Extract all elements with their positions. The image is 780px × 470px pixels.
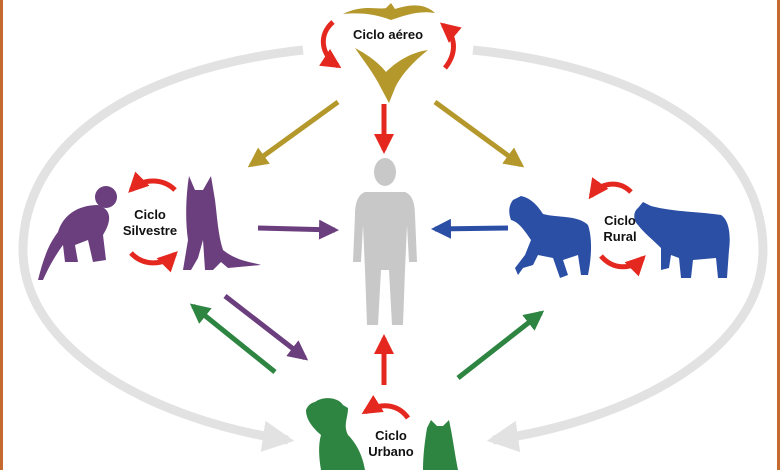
diagram-canvas (18, 3, 768, 470)
arrow-silvestre-to-urbano (223, 294, 309, 361)
cycle-arrows-aereo (319, 20, 462, 70)
human-icon (353, 158, 417, 325)
label-line: Ciclo (604, 213, 636, 228)
cat-icon (423, 420, 458, 470)
transmission-arrows (189, 99, 545, 385)
label-ciclo-aereo: Ciclo aéreo (343, 27, 433, 43)
arrow-urbano-to-silvestre (189, 303, 277, 374)
arrow-silvestre-to-human (257, 219, 339, 240)
bat-icon (343, 3, 435, 103)
cycle-arrows-silvestre (128, 171, 178, 273)
arrow-urbano-to-rural (456, 310, 545, 380)
cycle-arrows-urbano (361, 395, 411, 420)
cow-icon (634, 202, 730, 278)
label-ciclo-urbano: Ciclo Urbano (361, 428, 421, 460)
horse-icon (509, 196, 592, 278)
arrow-aereo-to-silvestre (247, 99, 340, 168)
arrow-rural-to-human (431, 218, 509, 239)
label-line: Ciclo (375, 428, 407, 443)
outer-cycle-ring (18, 45, 768, 453)
label-ciclo-rural: Ciclo Rural (595, 213, 645, 245)
arrow-aereo-to-rural (433, 99, 525, 168)
label-ciclo-silvestre: Ciclo Silvestre (115, 207, 185, 239)
label-line: Urbano (368, 444, 414, 459)
cycle-arrows-rural (588, 177, 646, 277)
label-line: Rural (603, 229, 637, 244)
label-line: Silvestre (122, 223, 178, 238)
dog-icon (306, 398, 365, 470)
label-line: Ciclo (134, 207, 166, 222)
fox-icon (183, 176, 261, 270)
monkey-icon (38, 186, 117, 280)
